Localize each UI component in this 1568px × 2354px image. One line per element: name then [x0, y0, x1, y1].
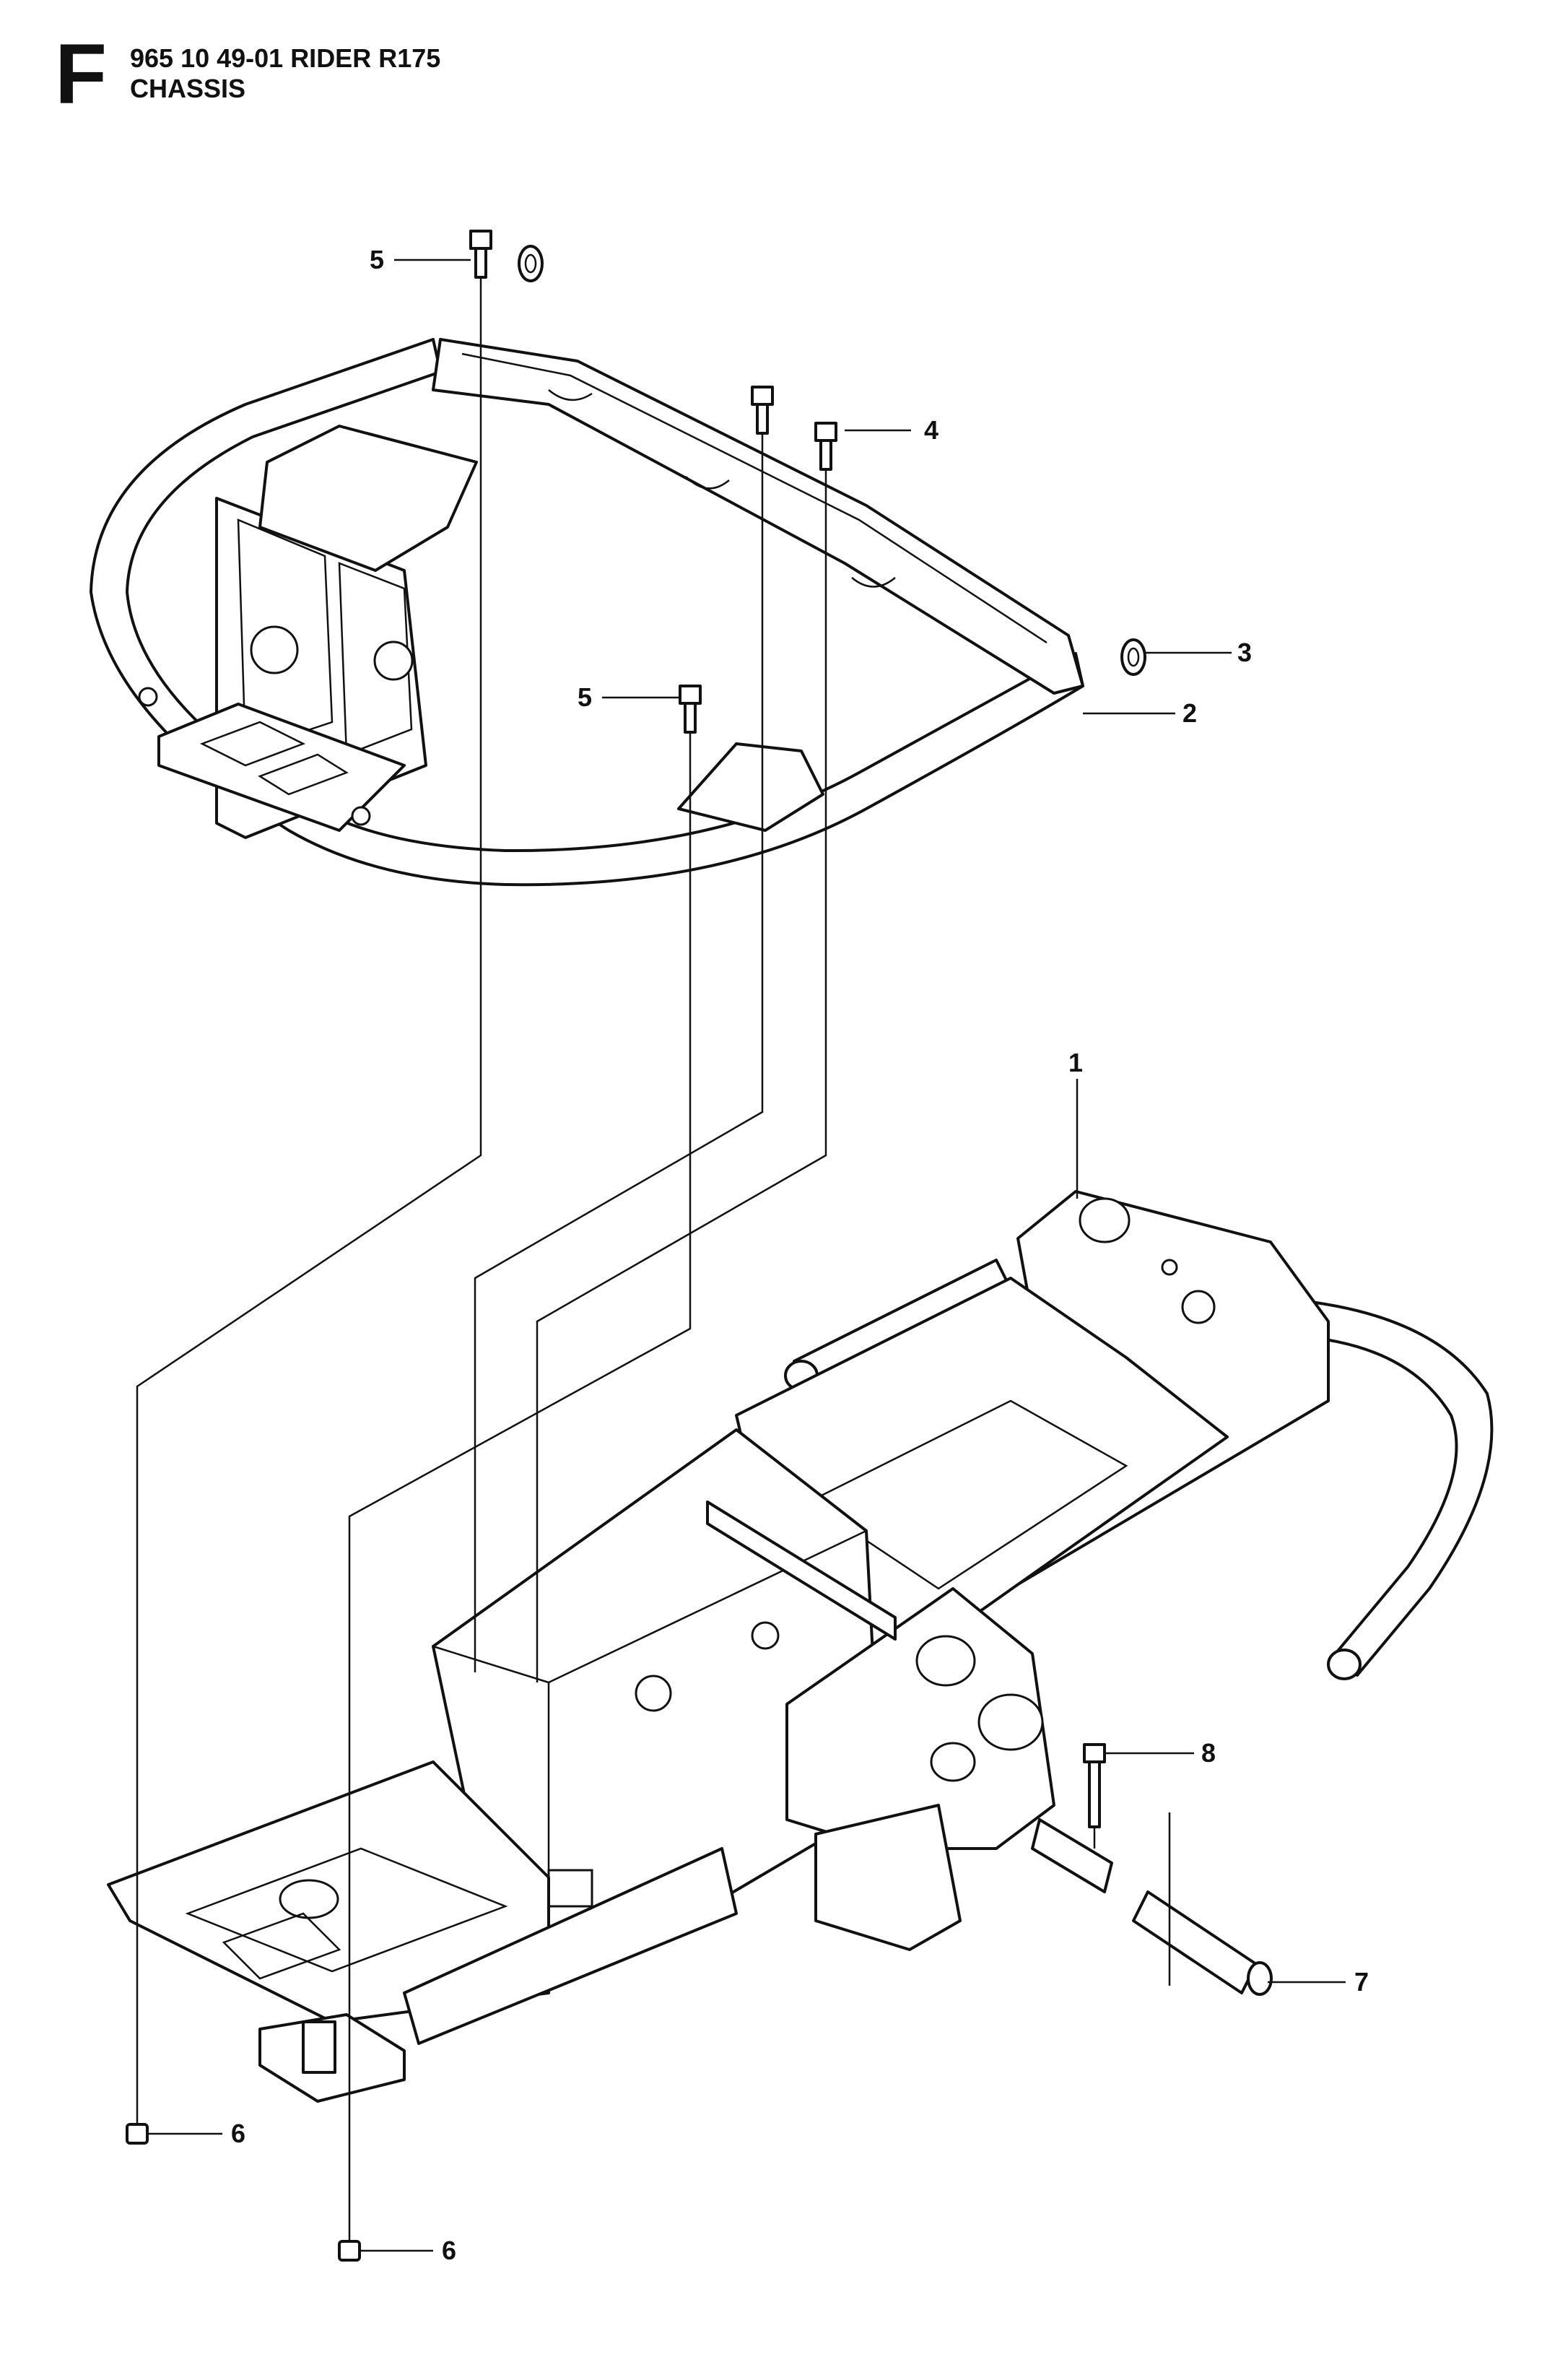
callout-4: 4 — [924, 415, 938, 445]
section-title: CHASSIS — [130, 74, 246, 103]
callout-2: 2 — [1182, 698, 1197, 728]
seat-frame-part — [90, 338, 1084, 887]
callout-7: 7 — [1354, 1967, 1369, 1997]
callout-labels: 5 4 3 2 5 1 8 7 6 6 — [231, 245, 1369, 2265]
title-block: 965 10 49-01 RIDER R175 CHASSIS — [130, 43, 440, 104]
grommet-part-top — [518, 245, 544, 282]
section-letter: F — [55, 27, 108, 122]
bolt-part-4-left — [751, 386, 774, 435]
callout-5-lower: 5 — [578, 682, 592, 712]
grommet-part-right — [1120, 638, 1146, 676]
model-line: 965 10 49-01 RIDER R175 — [130, 43, 441, 73]
callout-3: 3 — [1237, 638, 1252, 667]
nut-part-upper — [126, 2123, 149, 2145]
bolt-part-5-upper — [469, 230, 492, 279]
callout-8: 8 — [1201, 1738, 1216, 1768]
assembly-guide-lines — [136, 277, 1171, 2241]
bolt-part-4-right — [814, 422, 837, 471]
callout-6-lower: 6 — [442, 2236, 456, 2265]
main-chassis-part — [107, 1190, 1494, 2103]
nut-part-lower — [338, 2240, 361, 2262]
pivot-pin-part — [1031, 1818, 1273, 1996]
callout-leaders — [147, 259, 1346, 2252]
callout-6-upper: 6 — [231, 2119, 245, 2148]
bolt-part-8 — [1083, 1743, 1106, 1828]
bolt-part-5-lower — [679, 685, 702, 734]
callout-5-upper: 5 — [370, 245, 384, 274]
callout-1: 1 — [1068, 1048, 1083, 1077]
